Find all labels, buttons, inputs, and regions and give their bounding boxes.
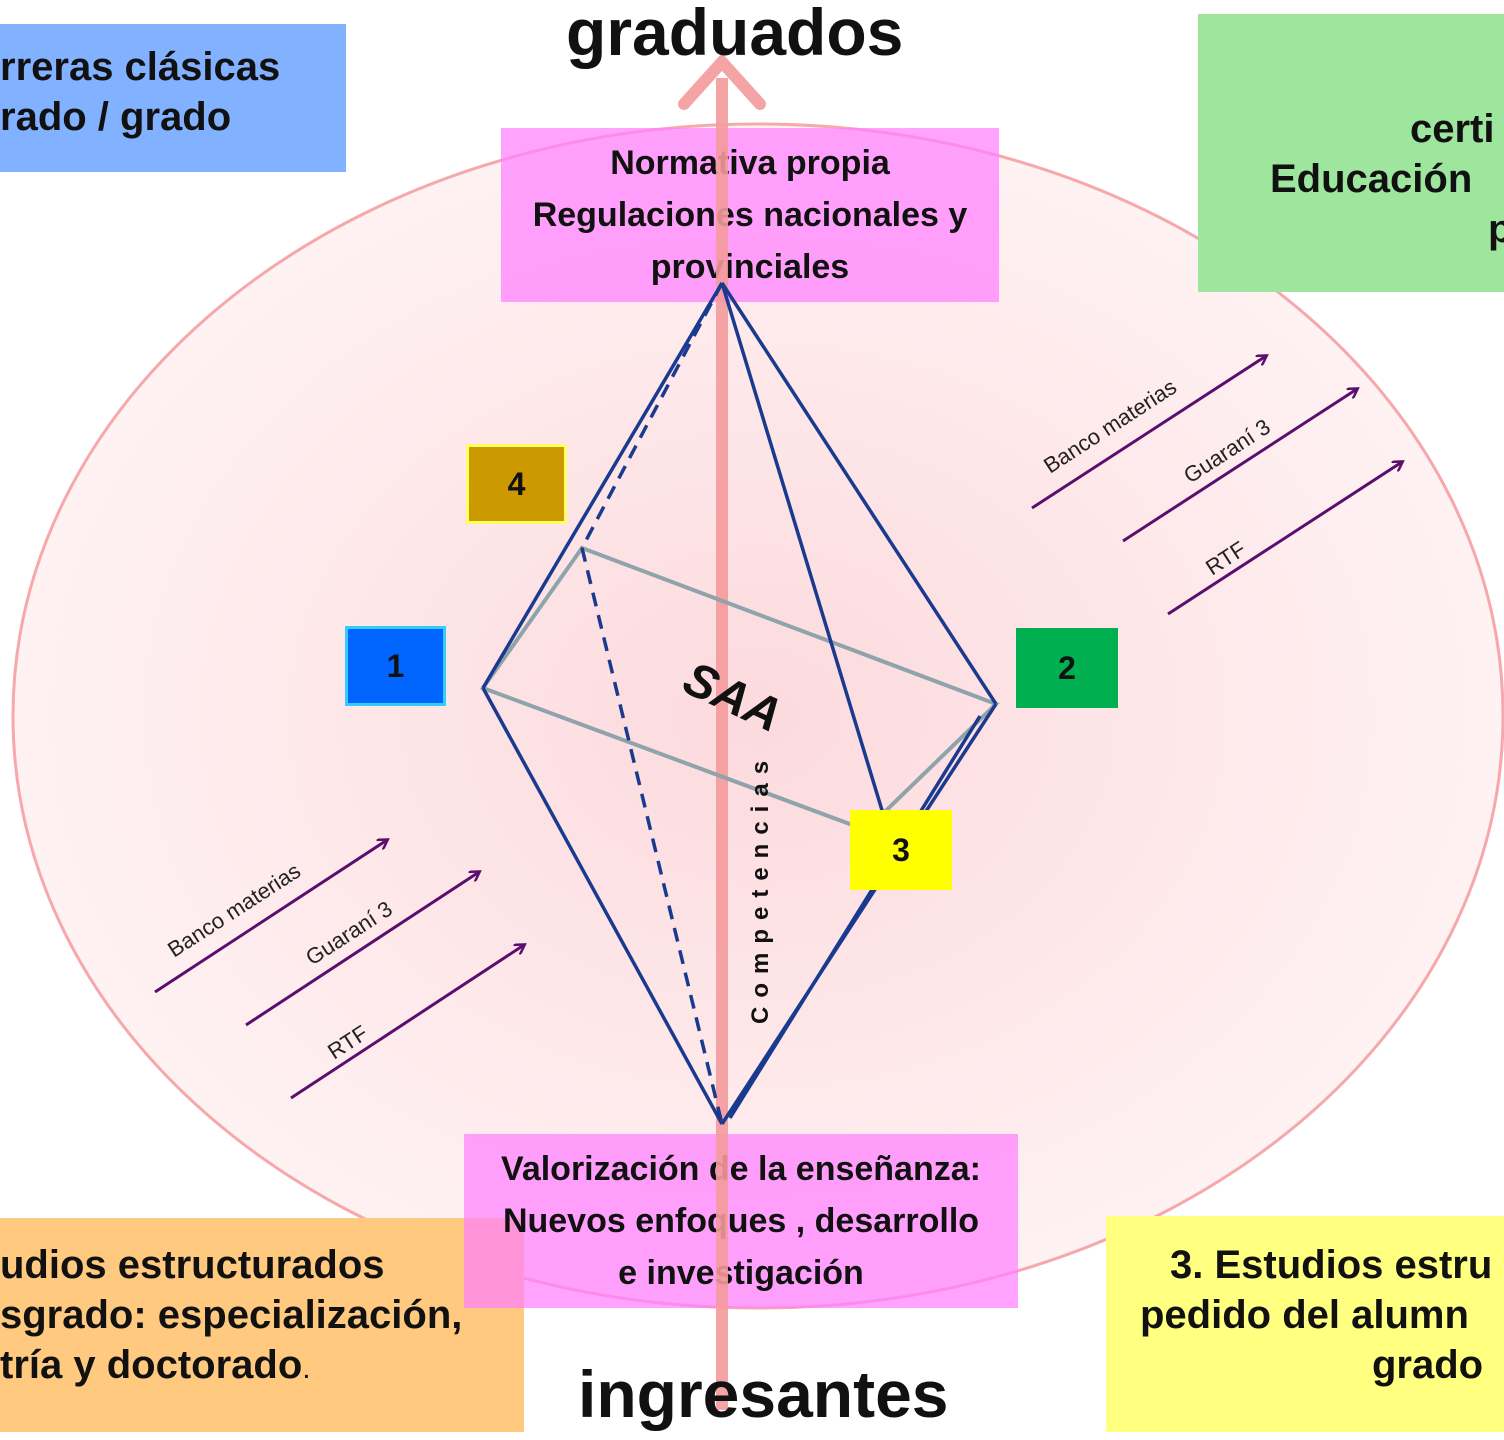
competencias-label: Competencias: [747, 752, 774, 1024]
corner-box-classic-careers: rreras clásicas rado / grado: [0, 24, 346, 172]
marker-3: 3: [850, 810, 952, 890]
corner-br-line2: pedido del alumn: [1140, 1293, 1469, 1337]
corner-tl-line1: rreras clásicas: [0, 45, 281, 89]
entrants-title: ingresantes: [578, 1357, 949, 1431]
marker-3-label: 3: [892, 831, 910, 868]
corner-box-student-studies: 3. Estudios estru pedido del alumn grado: [1106, 1216, 1504, 1432]
marker-4: 4: [466, 444, 567, 524]
corner-bl-line1: udios estructurados: [0, 1243, 385, 1287]
teaching-valorization-box: Valorización de la enseñanza: Nuevos enf…: [464, 1134, 1018, 1308]
corner-tr-line2: Educación: [1270, 157, 1473, 201]
left-arrows: [154, 840, 524, 1100]
regulations-box: Normativa propia Regulaciones nacionales…: [501, 128, 999, 302]
teaching-line2: Nuevos enfoques , desarrollo: [502, 1202, 980, 1240]
regulations-line2: Regulaciones nacionales y: [532, 196, 968, 234]
corner-br-line1: 3. Estudios estru: [1170, 1243, 1493, 1287]
regulations-line1: Normativa propia: [610, 144, 890, 182]
graduates-title: graduados: [566, 0, 904, 69]
left-arrow-banco: [154, 840, 387, 994]
corner-tl-line2: rado / grado: [0, 95, 232, 139]
left-arrow-guarani: [245, 872, 479, 1027]
marker-2-label: 2: [1058, 649, 1076, 686]
left-arrow-rtf: [290, 945, 524, 1100]
left-label-banco: Banco materias: [163, 858, 305, 962]
teaching-line1: Valorización de la enseñanza:: [501, 1150, 981, 1188]
marker-4-label: 4: [507, 465, 526, 502]
marker-2: 2: [1016, 628, 1118, 708]
right-arrow-rtf: [1167, 462, 1402, 616]
corner-box-postgraduate: udios estructurados sgrado: especializac…: [0, 1218, 524, 1432]
saa-diamond: [481, 282, 998, 1125]
marker-1-label: 1: [386, 647, 405, 684]
right-arrows: [1031, 356, 1402, 616]
corner-bl-line3: tría y doctorado.: [0, 1343, 311, 1387]
right-arrow-banco: [1031, 356, 1266, 510]
corner-tr-line3: p: [1488, 207, 1504, 251]
corner-box-certification: certi Educación p: [1198, 14, 1504, 292]
teaching-line3: e investigación: [618, 1254, 864, 1292]
right-label-rtf: RTF: [1201, 536, 1250, 580]
regulations-line3: provinciales: [650, 248, 850, 286]
corner-br-line3: grado: [1372, 1343, 1484, 1387]
marker-1: 1: [345, 626, 446, 706]
corner-bl-line2: sgrado: especialización,: [0, 1293, 463, 1337]
saa-label: SAA: [675, 652, 789, 743]
corner-tr-line1: certi: [1410, 107, 1495, 151]
right-arrow-guarani: [1122, 389, 1357, 543]
axis-arrowhead: [678, 53, 766, 110]
context-ellipse: [11, 122, 1504, 1310]
left-label-rtf: RTF: [323, 1020, 372, 1064]
